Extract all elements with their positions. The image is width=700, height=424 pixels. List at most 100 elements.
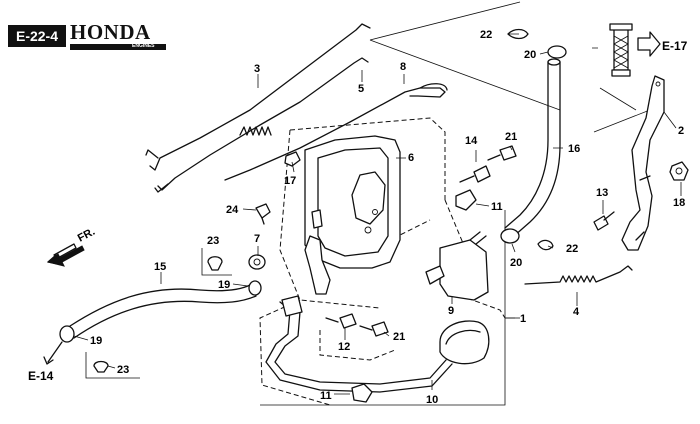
callout-12: 12	[338, 341, 350, 353]
part-21-bolt-top-shank	[487, 154, 501, 161]
part-5-hook	[154, 183, 169, 193]
cover-dashed-frame	[279, 117, 471, 309]
callout-4: 4	[573, 306, 580, 318]
part-22-clip-bottom	[537, 239, 554, 251]
part-2-bracket-detail	[635, 175, 651, 241]
part-6-bolt-hole-1	[364, 226, 372, 234]
part-23-clip-bottom	[93, 360, 109, 373]
part-10-fuel-line-inner	[265, 301, 453, 393]
callout-17: 17	[284, 175, 296, 187]
honda-logo: HONDA ENGINES	[70, 22, 168, 50]
part-23-box-top	[201, 248, 232, 276]
callout-19-left: 19	[90, 335, 102, 347]
callout-20-top: 20	[524, 49, 536, 61]
part-8-loop	[419, 83, 448, 91]
part-15-tube-top	[69, 284, 251, 327]
part-19-clamp-right	[248, 280, 262, 296]
part-23-clip-top	[207, 256, 223, 271]
part-2-bracket	[621, 75, 665, 251]
part-10-filter	[281, 295, 303, 317]
callout-1: 1	[520, 313, 526, 325]
callout-11-upper: 11	[491, 201, 503, 213]
callout-21-top: 21	[505, 131, 517, 143]
callout-23-top: 23	[207, 235, 219, 247]
callout-7: 7	[254, 233, 260, 245]
part-9-valve-nipple	[469, 231, 487, 245]
e17-filter-cap	[609, 23, 633, 77]
brand-name: HONDA	[70, 20, 151, 44]
part-20-clamp-bottom	[500, 228, 520, 244]
part-13-bolt-shank	[603, 211, 615, 221]
part-23-box-bottom	[85, 352, 140, 379]
brand-underline	[70, 44, 166, 50]
e14-arrow	[43, 341, 63, 365]
front-label: FR.	[76, 226, 97, 245]
part-9-valve	[439, 239, 489, 301]
part-1-cap-ring	[445, 329, 481, 345]
front-arrow-shaft	[46, 245, 85, 267]
part-7-grommet	[248, 254, 266, 270]
part-10-fuel-line	[274, 309, 447, 385]
part-12-bolt	[339, 313, 357, 329]
part-6-window	[351, 171, 386, 225]
part-3-rod-bend	[145, 149, 159, 159]
ref-e17[interactable]: E-17	[662, 39, 688, 53]
diagram-code-badge: E-22-4	[8, 25, 66, 47]
callout-3: 3	[254, 63, 260, 75]
e17-arrow	[637, 31, 661, 57]
part-14-bolt	[473, 165, 491, 183]
callout-5: 5	[358, 83, 364, 95]
ref-e14[interactable]: E-14	[28, 369, 54, 383]
part-2-hole	[655, 81, 661, 87]
part-7-grommet-hole	[253, 258, 261, 266]
callout-24: 24	[226, 204, 239, 216]
part-17-nut	[284, 151, 301, 167]
callout-21-lower: 21	[393, 331, 405, 343]
part-9-valve-lever	[425, 265, 445, 285]
callout-11-lower: 11	[320, 390, 332, 402]
frame-right-line	[260, 210, 506, 406]
part-19-clamp-left	[59, 325, 75, 343]
part-21-bolt-lower-shank	[359, 325, 373, 331]
callout-15: 15	[154, 261, 166, 273]
diagram-code: E-22-4	[15, 28, 59, 44]
part-15-tube-bottom	[73, 295, 257, 339]
part-11-clamp-top	[455, 189, 477, 211]
part-24-clip	[255, 203, 271, 219]
part-6-bracket	[304, 235, 331, 295]
callout-14: 14	[465, 135, 478, 147]
part-16-tube-right	[513, 61, 561, 237]
callout-10: 10	[426, 394, 438, 406]
part-3-rod	[149, 23, 371, 171]
part-16-tube-end	[547, 58, 561, 66]
part-18-nut	[669, 161, 689, 181]
e17-filter-mesh	[613, 35, 629, 69]
callout-18: 18	[673, 197, 685, 209]
callout-6: 6	[408, 152, 414, 164]
callout-8: 8	[400, 61, 406, 73]
part-24-clip-tail	[261, 217, 265, 225]
callout-19-right: 19	[218, 279, 230, 291]
part-12-bolt-shank	[325, 317, 339, 323]
part-6-bolt-hole-2	[372, 209, 378, 215]
callout-13: 13	[596, 187, 608, 199]
callout-16: 16	[568, 143, 580, 155]
part-11-clamp-bottom	[351, 383, 373, 403]
part-4-spring	[524, 265, 633, 285]
callout-2: 2	[678, 125, 684, 137]
callout-23-bottom: 23	[117, 364, 129, 376]
callout-22-bottom: 22	[566, 243, 578, 255]
callout-22-top: 22	[480, 29, 492, 41]
part-18-nut-hole	[675, 167, 683, 175]
part-14-bolt-shank	[459, 175, 475, 183]
part-16-tube-left	[504, 61, 549, 229]
part-6-cover-inner	[317, 147, 389, 257]
brand-subtitle: ENGINES	[132, 43, 155, 49]
leaders	[73, 33, 682, 395]
callout-9: 9	[448, 305, 454, 317]
part-5-spring	[239, 126, 272, 136]
callout-20-bottom: 20	[510, 257, 522, 269]
